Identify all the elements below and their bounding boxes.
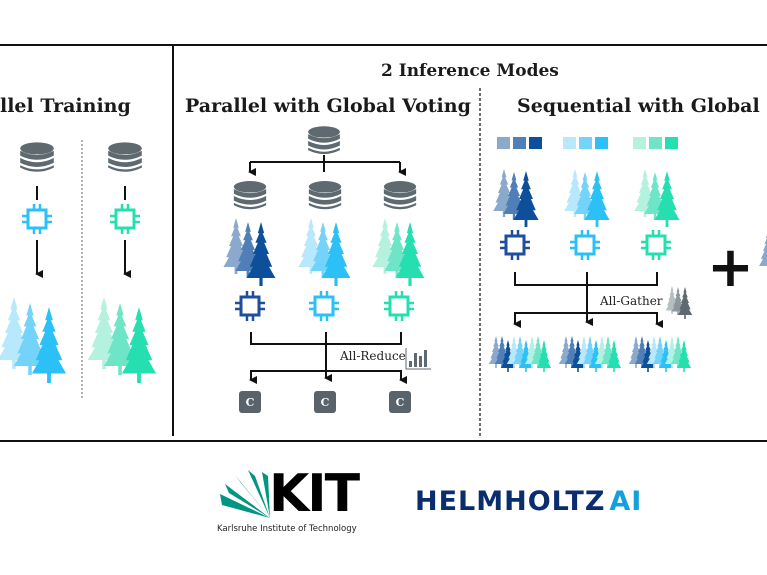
training-column-1 xyxy=(0,142,67,383)
helmholtz-ai-word: AI xyxy=(609,486,643,517)
broadcast-bar xyxy=(514,312,658,324)
classifier-box: C xyxy=(389,391,411,413)
feature-squares xyxy=(497,137,678,149)
training-title: llel Training xyxy=(0,95,131,117)
inference-title: 2 Inference Modes xyxy=(381,61,559,81)
cpu-icon xyxy=(384,291,414,321)
kit-wordmark: KIT xyxy=(269,464,360,524)
database-icon xyxy=(383,181,417,210)
classifier-box: C xyxy=(239,391,261,413)
voting-flow xyxy=(223,126,431,384)
classifier-box: C xyxy=(314,391,336,413)
database-icon xyxy=(233,181,267,210)
all-gather-label: All-Gather xyxy=(600,294,663,308)
cpu-icon xyxy=(641,230,671,260)
sequential-title: Sequential with Global M xyxy=(517,95,767,117)
gray-tree-group xyxy=(665,286,693,319)
sequential-flow xyxy=(488,137,693,372)
database-icon xyxy=(308,181,342,210)
training-column-2 xyxy=(87,142,157,383)
cpu-icon xyxy=(570,230,600,260)
helmholtz-word: HELMHOLTZ xyxy=(415,486,606,517)
database-icon xyxy=(108,142,142,172)
source-database-icon xyxy=(308,126,340,155)
plus-symbol: + xyxy=(707,235,754,300)
cpu-icon xyxy=(22,204,52,234)
voting-title: Parallel with Global Voting xyxy=(185,95,471,117)
kit-subtitle: Karlsruhe Institute of Technology xyxy=(217,524,357,534)
all-reduce-label: All-Reduce xyxy=(340,349,406,363)
database-icon xyxy=(20,142,54,172)
cpu-icon xyxy=(110,204,140,234)
cpu-icon xyxy=(500,230,530,260)
cpu-icon xyxy=(235,291,265,321)
cpu-icon xyxy=(309,291,339,321)
broadcast-bar xyxy=(250,370,402,380)
tree-icon xyxy=(759,231,767,271)
gathered-forests xyxy=(488,336,692,372)
bar-chart-icon xyxy=(405,348,431,370)
